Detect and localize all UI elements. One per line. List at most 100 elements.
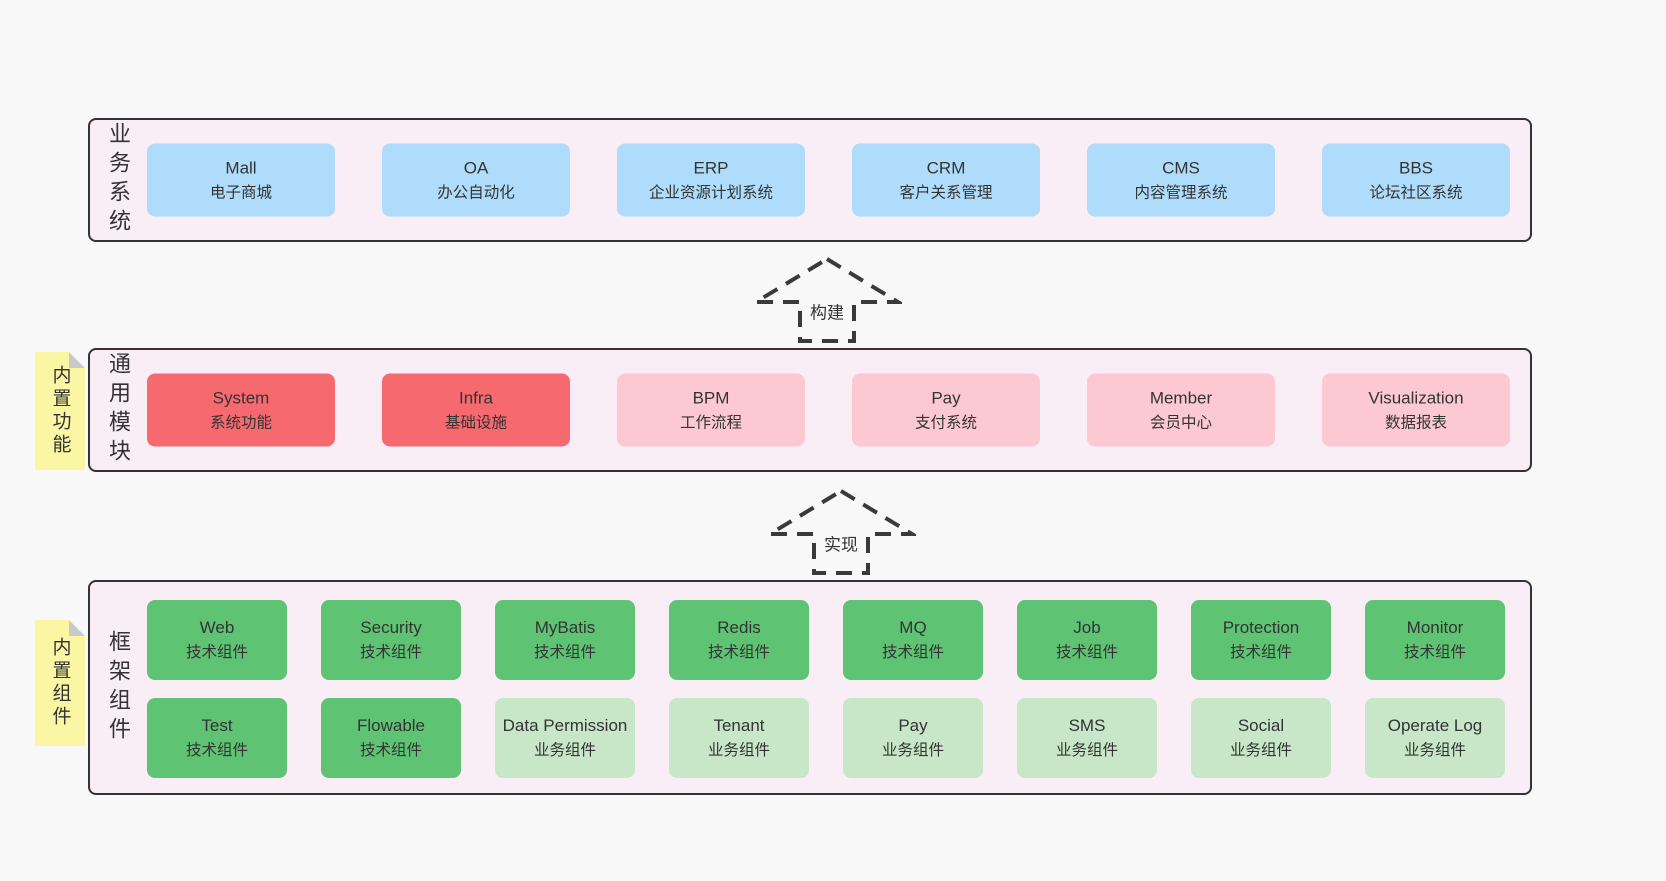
box-data-permission: Data Permission 业务组件 xyxy=(495,698,635,778)
box-subtitle: 业务组件 xyxy=(1055,742,1118,760)
box-subtitle: 技术组件 xyxy=(1229,644,1292,662)
panel-label-common-modules: 通用模块 xyxy=(106,352,131,468)
box-subtitle: 会员中心 xyxy=(1149,414,1212,432)
box-title: OA xyxy=(463,158,489,178)
box-subtitle: 技术组件 xyxy=(359,742,422,760)
box-subtitle: 业务组件 xyxy=(707,742,770,760)
box-subtitle: 技术组件 xyxy=(707,644,770,662)
panel-label-business-systems: 业务系统 xyxy=(106,122,131,238)
box-title: BBS xyxy=(1398,158,1434,178)
box-subtitle: 业务组件 xyxy=(533,742,596,760)
box-subtitle: 内容管理系统 xyxy=(1134,184,1228,202)
box-visualization: Visualization 数据报表 xyxy=(1322,373,1510,447)
box-subtitle: 数据报表 xyxy=(1384,414,1447,432)
box-subtitle: 技术组件 xyxy=(1055,644,1118,662)
box-oa: OA 办公自动化 xyxy=(382,143,570,217)
box-tenant: Tenant 业务组件 xyxy=(669,698,809,778)
box-social: Social 业务组件 xyxy=(1191,698,1331,778)
box-title: Social xyxy=(1237,716,1285,736)
sticky-note-builtin-features: 内置功能 xyxy=(35,352,85,470)
box-title: Mall xyxy=(225,158,257,178)
box-erp: ERP 企业资源计划系统 xyxy=(617,143,805,217)
box-security: Security 技术组件 xyxy=(321,600,461,680)
box-redis: Redis 技术组件 xyxy=(669,600,809,680)
box-mall: Mall 电子商城 xyxy=(147,143,335,217)
box-title: Visualization xyxy=(1368,388,1464,408)
box-subtitle: 办公自动化 xyxy=(437,184,515,202)
box-subtitle: 支付系统 xyxy=(914,414,977,432)
box-title: Tenant xyxy=(713,716,765,736)
box-subtitle: 业务组件 xyxy=(881,742,944,760)
box-subtitle: 技术组件 xyxy=(185,742,248,760)
box-mq: MQ 技术组件 xyxy=(843,600,983,680)
up-arrow-icon xyxy=(766,488,916,575)
box-job: Job 技术组件 xyxy=(1017,600,1157,680)
box-title: Redis xyxy=(717,618,761,638)
box-subtitle: 企业资源计划系统 xyxy=(648,184,773,202)
arrow-build: 构建 xyxy=(752,255,902,343)
box-bbs: BBS 论坛社区系统 xyxy=(1322,143,1510,217)
folded-corner-icon xyxy=(69,620,85,636)
up-arrow-icon xyxy=(752,256,902,343)
box-subtitle: 技术组件 xyxy=(1403,644,1466,662)
box-system: System 系统功能 xyxy=(147,373,335,447)
box-subtitle: 基础设施 xyxy=(444,414,507,432)
box-title: CRM xyxy=(926,158,966,178)
box-title: Data Permission xyxy=(502,716,628,736)
box-test: Test 技术组件 xyxy=(147,698,287,778)
sticky-note-builtin-components: 内置组件 xyxy=(35,620,85,746)
box-title: Protection xyxy=(1222,618,1300,638)
box-subtitle: 技术组件 xyxy=(359,644,422,662)
arrow-build-label: 构建 xyxy=(807,297,847,325)
box-operate-log: Operate Log 业务组件 xyxy=(1365,698,1505,778)
box-subtitle: 电子商城 xyxy=(209,184,272,202)
box-subtitle: 工作流程 xyxy=(679,414,742,432)
box-title: Pay xyxy=(898,716,928,736)
box-pay: Pay 支付系统 xyxy=(852,373,1040,447)
box-title: Member xyxy=(1149,388,1213,408)
box-mybatis: MyBatis 技术组件 xyxy=(495,600,635,680)
box-title: Monitor xyxy=(1406,618,1464,638)
box-sms: SMS 业务组件 xyxy=(1017,698,1157,778)
box-title: SMS xyxy=(1068,716,1106,736)
box-subtitle: 论坛社区系统 xyxy=(1369,184,1463,202)
box-title: Pay xyxy=(931,388,961,408)
box-protection: Protection 技术组件 xyxy=(1191,600,1331,680)
sticky-note-builtin-components-label: 内置组件 xyxy=(49,637,71,729)
box-title: MQ xyxy=(899,618,927,638)
box-title: ERP xyxy=(693,158,729,178)
box-title: Security xyxy=(360,618,422,638)
box-pay: Pay 业务组件 xyxy=(843,698,983,778)
box-title: Test xyxy=(201,716,233,736)
box-member: Member 会员中心 xyxy=(1087,373,1275,447)
box-title: CMS xyxy=(1162,158,1200,178)
box-title: Web xyxy=(199,618,235,638)
box-subtitle: 业务组件 xyxy=(1403,742,1466,760)
arrow-implement-label: 实现 xyxy=(821,529,861,557)
arrow-implement: 实现 xyxy=(766,487,916,575)
box-title: MyBatis xyxy=(534,618,596,638)
box-title: Job xyxy=(1073,618,1101,638)
box-infra: Infra 基础设施 xyxy=(382,373,570,447)
box-subtitle: 技术组件 xyxy=(881,644,944,662)
box-cms: CMS 内容管理系统 xyxy=(1087,143,1275,217)
box-title: Operate Log xyxy=(1387,716,1483,736)
box-subtitle: 系统功能 xyxy=(209,414,272,432)
box-subtitle: 业务组件 xyxy=(1229,742,1292,760)
box-title: System xyxy=(212,388,270,408)
box-subtitle: 技术组件 xyxy=(533,644,596,662)
box-title: Infra xyxy=(458,388,494,408)
panel-label-framework-components: 框架组件 xyxy=(106,629,131,746)
box-monitor: Monitor 技术组件 xyxy=(1365,600,1505,680)
